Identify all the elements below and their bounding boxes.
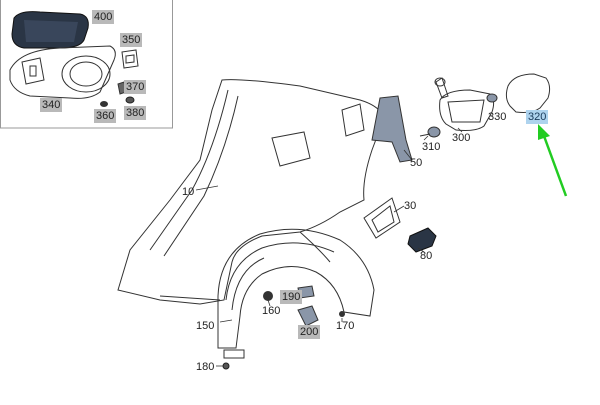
part-label-310: 310 (422, 141, 441, 153)
part-label-200: 200 (298, 325, 321, 339)
screw-170-part (339, 311, 345, 317)
bracket-30-part (363, 197, 401, 239)
leader-lines (195, 127, 463, 367)
part-label-340: 340 (40, 98, 63, 112)
part-label-380: 380 (124, 106, 147, 120)
fastener-160-part (263, 291, 273, 301)
part-label-150: 150 (196, 320, 215, 332)
part-label-170: 170 (336, 320, 355, 332)
part-label-360: 360 (94, 109, 117, 123)
fuel-door-housing-part (434, 77, 495, 131)
highlight-arrow (538, 124, 568, 197)
part-label-300: 300 (452, 132, 471, 144)
part-label-190: 190 (280, 290, 303, 304)
cover-80-part (407, 227, 437, 253)
part-label-370: 370 (124, 80, 147, 94)
fuel-door-lid-part (505, 73, 551, 113)
side-panel-part (117, 79, 385, 305)
grommet-360-part (100, 101, 108, 107)
part-label-160: 160 (262, 305, 281, 317)
actuator-part (121, 49, 139, 69)
wheel-liner-part (217, 228, 375, 359)
grommet-380-part (125, 96, 135, 104)
inset-frame (0, 0, 173, 129)
fuel-housing-part (9, 45, 116, 99)
clip-200-part (297, 305, 319, 327)
part-label-10: 10 (182, 186, 195, 198)
plug-310-part (419, 126, 441, 138)
part-label-330: 330 (488, 111, 507, 123)
part-label-320: 320 (526, 110, 549, 124)
part-label-350: 350 (120, 33, 143, 47)
part-label-400: 400 (92, 10, 115, 24)
part-label-30: 30 (404, 200, 417, 212)
clip-330-part (486, 93, 498, 103)
part-label-80: 80 (420, 250, 433, 262)
fuel-door-cover-part (11, 11, 89, 49)
bracket-50-part (371, 95, 413, 163)
part-label-180: 180 (196, 361, 215, 373)
part-label-50: 50 (410, 157, 423, 169)
